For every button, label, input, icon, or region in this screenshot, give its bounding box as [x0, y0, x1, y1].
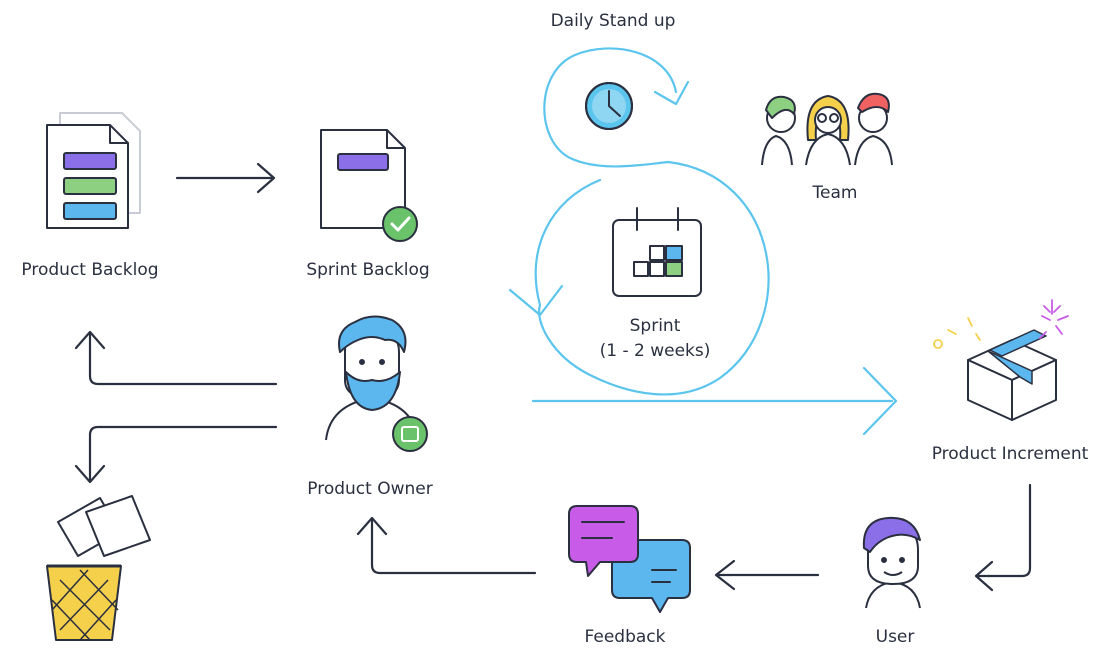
product-owner-badge [392, 416, 428, 452]
increment-arrowhead [862, 366, 898, 436]
user-label: User [875, 627, 915, 647]
check-icon [382, 206, 418, 242]
daily-standup-loop [543, 47, 678, 168]
daily-standup-arrowhead [653, 80, 690, 106]
sprint-duration-label: (1 - 2 weeks) [599, 341, 711, 361]
sprint-loop-arrowhead [508, 284, 564, 317]
sprint-backlog-icon [320, 129, 418, 242]
daily-standup-label: Daily Stand up [550, 11, 676, 31]
sprint-loop [534, 160, 770, 396]
confetti-icon [933, 317, 981, 349]
product-owner-label: Product Owner [307, 479, 433, 499]
feedback-label: Feedback [584, 627, 666, 647]
product-increment-label: Product Increment [931, 444, 1089, 464]
product-owner-icon [325, 315, 428, 452]
feedback-icon [568, 505, 691, 613]
user-icon [862, 516, 921, 609]
owner-to-trash-arrow [88, 425, 278, 482]
product-increment-icon [933, 299, 1069, 421]
team-icon [761, 92, 893, 166]
calendar-icon [612, 207, 702, 297]
product-backlog-icon [46, 112, 141, 229]
product-backlog-label: Product Backlog [21, 260, 159, 280]
owner-to-backlog-arrow [88, 332, 278, 386]
sprint-cycle [508, 47, 898, 436]
trash-bin-icon [46, 495, 151, 641]
feedback-to-owner-arrow [370, 518, 537, 575]
flow-arrows [74, 162, 1032, 592]
team-label: Team [812, 183, 858, 203]
sprint-backlog-label: Sprint Backlog [306, 260, 430, 280]
clock-icon [585, 82, 633, 130]
increment-to-user-arrow [976, 483, 1032, 578]
sprint-label: Sprint [629, 316, 681, 336]
sparkle-icon [1039, 299, 1069, 339]
